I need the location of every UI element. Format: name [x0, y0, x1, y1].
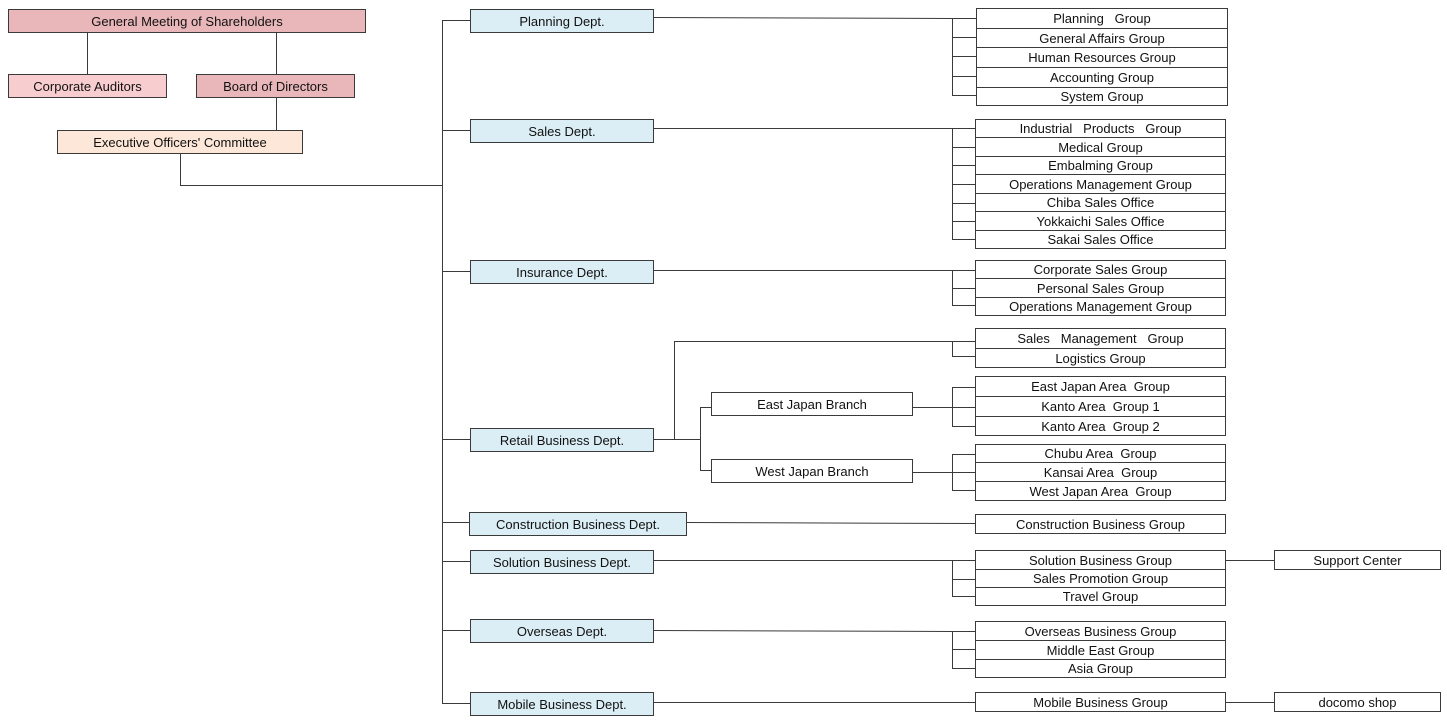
docomo-shop-box: docomo shop [1274, 692, 1441, 712]
group-box: Embalming Group [975, 156, 1226, 175]
executive-committee-box: Executive Officers' Committee [57, 130, 303, 154]
dept-insurance: Insurance Dept. [470, 260, 654, 284]
branch-west-japan: West Japan Branch [711, 459, 913, 483]
group-box: Kanto Area Group 2 [975, 416, 1226, 436]
group-box: Sakai Sales Office [975, 230, 1226, 249]
dept-retail: Retail Business Dept. [470, 428, 654, 452]
group-box: Accounting Group [976, 67, 1228, 88]
board-of-directors-box: Board of Directors [196, 74, 355, 98]
group-box: Chubu Area Group [975, 444, 1226, 463]
group-box: Sales Promotion Group [975, 569, 1226, 588]
dept-construction: Construction Business Dept. [469, 512, 687, 536]
group-box: Industrial Products Group [975, 119, 1226, 138]
group-box: Chiba Sales Office [975, 193, 1226, 212]
group-box: Mobile Business Group [975, 692, 1226, 712]
group-box: Asia Group [975, 659, 1226, 678]
group-box: Personal Sales Group [975, 278, 1226, 298]
group-box: Kanto Area Group 1 [975, 396, 1226, 417]
corporate-auditors-box: Corporate Auditors [8, 74, 167, 98]
dept-sales: Sales Dept. [470, 119, 654, 143]
group-box: Yokkaichi Sales Office [975, 211, 1226, 231]
shareholders-meeting-box: General Meeting of Shareholders [8, 9, 366, 33]
group-box: Operations Management Group [975, 297, 1226, 316]
dept-overseas: Overseas Dept. [470, 619, 654, 643]
support-center-box: Support Center [1274, 550, 1441, 570]
group-box: Human Resources Group [976, 47, 1228, 68]
group-box: Operations Management Group [975, 174, 1226, 194]
group-box: Corporate Sales Group [975, 260, 1226, 279]
dept-solution: Solution Business Dept. [470, 550, 654, 574]
group-box: General Affairs Group [976, 28, 1228, 48]
group-box: Sales Management Group [975, 328, 1226, 349]
group-box: System Group [976, 87, 1228, 106]
dept-mobile: Mobile Business Dept. [470, 692, 654, 716]
group-box: West Japan Area Group [975, 481, 1226, 501]
group-box: Planning Group [976, 8, 1228, 29]
group-box: Logistics Group [975, 348, 1226, 368]
group-box: Construction Business Group [975, 514, 1226, 534]
group-box: Overseas Business Group [975, 621, 1226, 641]
group-box: East Japan Area Group [975, 376, 1226, 397]
dept-planning: Planning Dept. [470, 9, 654, 33]
branch-east-japan: East Japan Branch [711, 392, 913, 416]
group-box: Middle East Group [975, 640, 1226, 660]
group-box: Kansai Area Group [975, 462, 1226, 482]
group-box: Solution Business Group [975, 550, 1226, 570]
group-box: Travel Group [975, 587, 1226, 606]
group-box: Medical Group [975, 137, 1226, 157]
